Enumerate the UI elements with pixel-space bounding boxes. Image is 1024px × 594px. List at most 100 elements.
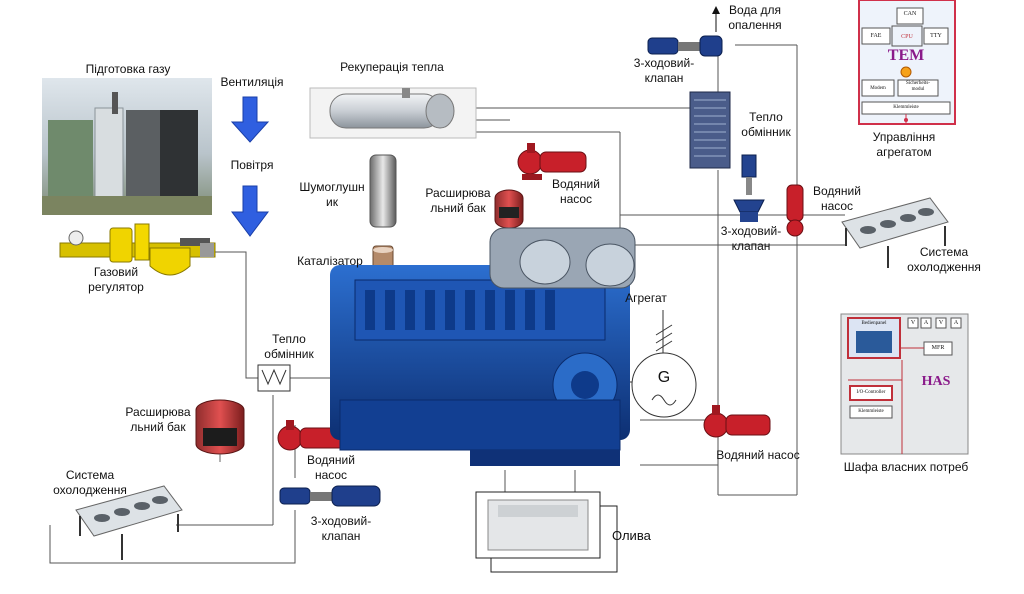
tem-modem-label: Modem <box>870 86 886 91</box>
pump-top-line1: Водяний <box>552 177 600 191</box>
expansion-tank-top-line1: Расширюва <box>425 186 491 200</box>
tem-fae-label: FAE <box>870 33 882 39</box>
cooling-left-label: Система охолодження <box>44 468 136 498</box>
valve-left-label: 3-ходовий- клапан <box>300 514 382 544</box>
has-terminal-label: Klemmleiste <box>858 409 884 414</box>
valve-left-line2: клапан <box>321 529 361 543</box>
oil-label: Олива <box>612 528 651 543</box>
control-line2: агрегатом <box>876 145 932 159</box>
pump-left-line1: Водяний <box>307 453 355 467</box>
air-label: Повітря <box>230 158 274 172</box>
heat-exchanger-right-line2: обмінник <box>741 125 791 139</box>
pump-right-label: Водяний насос <box>804 184 870 214</box>
gas-regulator-line2: регулятор <box>88 280 144 294</box>
has-cabinet-panel <box>840 313 969 455</box>
heat-recovery-image <box>309 87 477 139</box>
heat-exchanger-right-line1: Тепло <box>749 110 783 124</box>
tem-title: TEM <box>887 47 925 64</box>
pump-top-image <box>517 143 587 180</box>
oil-tank-image <box>475 491 618 573</box>
muffler-label: Шумоглушн ик <box>296 180 368 210</box>
expansion-tank-left-label: Расширюва льний бак <box>120 405 196 435</box>
heat-exchanger-right-label: Тепло обмінник <box>734 110 798 140</box>
cooling-right-line1: Система <box>919 245 969 259</box>
control-line1: Управління <box>872 130 936 144</box>
tem-safety-label: Sicherheits- modul <box>898 81 938 93</box>
pump-right-image <box>786 184 804 237</box>
piping-lines <box>49 44 845 564</box>
up-arrow-icon <box>712 6 720 32</box>
cabinet-label: Шафа власних потреб <box>843 460 969 474</box>
tem-safety-line2: modul <box>911 87 925 92</box>
cooling-left-line2: охолодження <box>53 483 127 497</box>
gas-preparation-label: Підготовка газу <box>85 62 171 76</box>
has-meter-3: V <box>938 320 944 326</box>
tem-tty-label: TTY <box>930 33 942 39</box>
generator-symbol-label: G <box>657 369 671 386</box>
pump-top-line2: насос <box>559 192 593 206</box>
expansion-tank-top-line2: льний бак <box>430 201 486 215</box>
valve-left-image <box>279 485 381 507</box>
valve-right-line1: 3-ходовий- <box>720 224 782 238</box>
expansion-tank-top-label: Расширюва льний бак <box>420 186 496 216</box>
tem-terminal-label: Klemmleiste <box>893 105 919 110</box>
cooling-system-left-image <box>75 485 183 560</box>
water-heating-line1: Вода для <box>729 3 781 17</box>
has-title: HAS <box>921 374 951 389</box>
tem-control-panel <box>858 0 956 125</box>
pump-left-line2: насос <box>314 468 348 482</box>
water-heating-line2: опалення <box>728 18 782 32</box>
pump-top-label: Водяний насос <box>540 177 612 207</box>
heat-exchanger-left-line2: обмінник <box>264 347 314 361</box>
valve-right-image <box>733 154 765 222</box>
valve-top-label: 3-ходовий- клапан <box>622 56 706 86</box>
has-meter-1: V <box>910 320 916 326</box>
pump-right-line1: Водяний <box>813 184 861 198</box>
heat-exchanger-left-symbol <box>257 364 291 392</box>
pump-bottom-image <box>703 405 771 438</box>
ventilation-arrows <box>230 96 270 237</box>
muffler-label-line1: Шумоглушн <box>299 180 365 194</box>
valve-left-line1: 3-ходовий- <box>310 514 372 528</box>
muffler-image <box>369 154 397 228</box>
cooling-right-label: Система охолодження <box>898 245 990 275</box>
catalyst-label: Каталізатор <box>297 254 363 268</box>
expansion-tank-left-line1: Расширюва <box>125 405 191 419</box>
aggregate-label: Агрегат <box>625 291 667 305</box>
has-mfr-label: MFR <box>931 345 945 351</box>
valve-top-line1: 3-ходовий- <box>633 56 695 70</box>
heat-exchanger-left-line1: Тепло <box>272 332 306 346</box>
valve-right-label: 3-ходовий- клапан <box>710 224 792 254</box>
heat-recovery-label: Рекуперація тепла <box>340 60 444 74</box>
expansion-tank-left-line2: льний бак <box>130 420 186 434</box>
gas-regulator-line1: Газовий <box>93 265 139 279</box>
ventilation-label: Вентиляція <box>220 75 284 89</box>
valve-top-line2: клапан <box>644 71 684 85</box>
gas-regulator-label: Газовий регулятор <box>76 265 156 295</box>
tem-cpu-label: CPU <box>901 34 913 40</box>
pump-bottom-label: Водяний насос <box>716 448 800 462</box>
gas-regulator-image <box>59 223 216 276</box>
pump-right-line2: насос <box>820 199 854 213</box>
tem-safety-line1: Sicherheits- <box>906 81 930 86</box>
valve-right-line2: клапан <box>731 239 771 253</box>
water-heating-label: Вода для опалення <box>720 3 790 33</box>
control-label: Управління агрегатом <box>862 130 946 160</box>
pump-left-label: Водяний насос <box>296 453 366 483</box>
expansion-tank-left <box>195 399 245 462</box>
gas-preparation-photo <box>42 78 212 215</box>
cooling-left-line1: Система <box>65 468 115 482</box>
cooling-system-right-image <box>841 197 949 268</box>
plate-heat-exchanger-image <box>689 91 731 169</box>
cooling-right-line2: охолодження <box>907 260 981 274</box>
heat-exchanger-left-label: Тепло обмінник <box>254 332 324 362</box>
tem-can-label: CAN <box>903 11 917 17</box>
muffler-label-line2: ик <box>326 195 338 209</box>
expansion-tank-top <box>494 189 524 229</box>
has-io-label: I/O-Controller <box>856 390 886 395</box>
valve-top-image <box>647 35 723 57</box>
has-meter-4: A <box>953 320 959 326</box>
has-bedienpanel-label: Bedienpanel <box>861 321 887 326</box>
engine-image <box>330 227 636 466</box>
